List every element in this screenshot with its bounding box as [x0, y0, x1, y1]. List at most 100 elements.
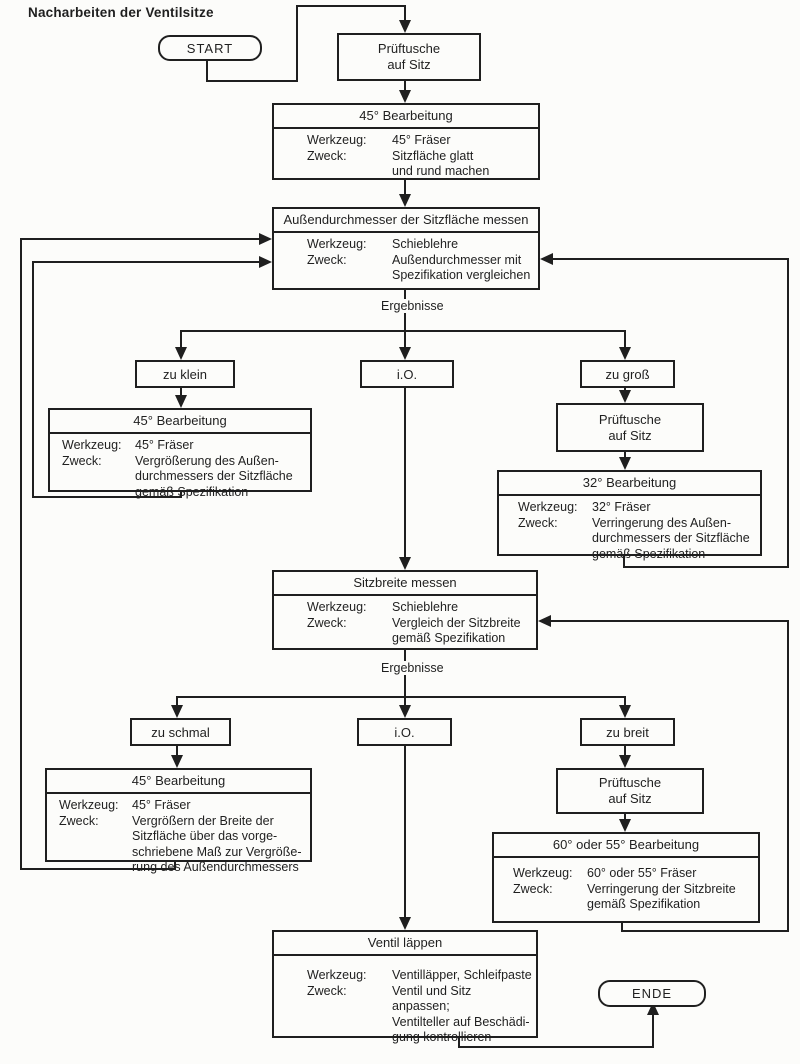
zweck-label: Zweck:: [307, 983, 347, 998]
node-bearbeitung-60-55: 60° oder 55° Bearbeitung Werkzeug: 60° o…: [492, 832, 760, 923]
connector-line: [20, 238, 260, 240]
arrowhead: [619, 819, 631, 832]
zweck-label: Zweck:: [62, 453, 102, 468]
arrowhead: [619, 705, 631, 718]
zweck-label: Zweck:: [513, 881, 553, 896]
zweck-label: Zweck:: [307, 148, 347, 163]
connector-line: [404, 742, 406, 919]
connector-line: [180, 490, 182, 498]
node-title: 45° Bearbeitung: [47, 770, 310, 794]
werkzeug-label: Werkzeug:: [518, 500, 578, 514]
connector-line: [552, 258, 789, 260]
arrowhead: [259, 256, 272, 268]
connector-line: [404, 77, 406, 92]
connector-line: [624, 330, 626, 348]
connector-line: [404, 384, 406, 559]
connector-line: [624, 742, 626, 757]
connector-line: [181, 330, 626, 332]
arrowhead: [399, 917, 411, 930]
connector-line: [206, 80, 298, 82]
zweck-value: Sitzfläche glatt und rund machen: [392, 148, 490, 179]
zweck-value: Vergrößern der Breite der Sitzfläche übe…: [132, 813, 302, 875]
node-title: Sitzbreite messen: [274, 572, 536, 596]
node-bearbeitung-32: 32° Bearbeitung Werkzeug: 32° Fräser Zwe…: [497, 470, 762, 561]
arrowhead: [399, 194, 411, 207]
werkzeug-value: 45° Fräser: [135, 438, 194, 452]
node-title: Außendurchmesser der Sitzfläche messen: [274, 209, 538, 233]
node-pruftusche-1: Prüftusche auf Sitz: [337, 33, 481, 81]
arrowhead: [259, 233, 272, 245]
connector-line: [176, 696, 178, 708]
connector-line: [20, 868, 176, 870]
connector-line: [32, 261, 260, 263]
node-title: 45° Bearbeitung: [274, 105, 538, 129]
connector-line: [32, 496, 182, 498]
arrowhead: [171, 755, 183, 768]
ergebnisse-label-2: Ergebnisse: [378, 661, 447, 675]
connector-line: [404, 5, 406, 22]
werkzeug-value: Ventilläpper, Schleifpaste: [392, 968, 532, 982]
ende-terminal: ENDE: [598, 980, 706, 1007]
werkzeug-label: Werkzeug:: [513, 866, 573, 880]
werkzeug-label: Werkzeug:: [307, 133, 367, 147]
werkzeug-label: Werkzeug:: [62, 438, 122, 452]
node-title: 60° oder 55° Bearbeitung: [494, 834, 758, 858]
arrowhead: [175, 347, 187, 360]
connector-line: [623, 566, 789, 568]
werkzeug-value: 45° Fräser: [392, 133, 451, 147]
connector-line: [296, 5, 298, 82]
connector-line: [787, 258, 789, 568]
connector-line: [404, 180, 406, 196]
branch2-io: i.O.: [357, 718, 452, 746]
connector-line: [621, 923, 623, 932]
connector-line: [206, 57, 208, 82]
werkzeug-label: Werkzeug:: [307, 237, 367, 251]
arrowhead: [619, 457, 631, 470]
werkzeug-value: Schieblehre: [392, 600, 459, 614]
node-pruftusche-3: Prüftusche auf Sitz: [556, 768, 704, 814]
node-title: 32° Bearbeitung: [499, 472, 760, 496]
ende-label: ENDE: [631, 986, 673, 1001]
node-bearbeitung-45-top: 45° Bearbeitung Werkzeug: 45° Fräser Zwe…: [272, 103, 540, 180]
connector-line: [404, 696, 406, 708]
arrowhead: [399, 347, 411, 360]
connector-line: [296, 5, 406, 7]
node-title: Ventil läppen: [274, 932, 536, 956]
connector-line: [624, 696, 626, 708]
arrowhead: [619, 347, 631, 360]
arrowhead: [399, 705, 411, 718]
zweck-value: Vergrößerung des Außen- durchmessers der…: [135, 453, 293, 499]
node-ventil-laeppen: Ventil läppen Werkzeug: Ventilläpper, Sc…: [272, 930, 538, 1044]
page-title: Nacharbeiten der Ventilsitze: [28, 5, 214, 20]
connector-line: [20, 238, 22, 870]
connector-line: [176, 742, 178, 757]
zweck-label: Zweck:: [307, 615, 347, 630]
arrowhead: [171, 705, 183, 718]
arrowhead: [175, 395, 187, 408]
node-bearbeitung-45-links-2: 45° Bearbeitung Werkzeug: 45° Fräser Zwe…: [45, 768, 312, 874]
branch2-zu-breit: zu breit: [580, 718, 675, 746]
connector-line: [621, 930, 789, 932]
node-bearbeitung-45-links-1: 45° Bearbeitung Werkzeug: 45° Fräser Zwe…: [48, 408, 312, 499]
ergebnisse-label-1: Ergebnisse: [378, 299, 447, 313]
werkzeug-value: 45° Fräser: [132, 798, 191, 812]
zweck-label: Zweck:: [518, 515, 558, 530]
zweck-value: Ventil und Sitz anpassen; Ventilteller a…: [392, 983, 530, 1045]
arrowhead: [399, 90, 411, 103]
connector-line: [404, 330, 406, 348]
zweck-value: Vergleich der Sitzbreite gemäß Spezifika…: [392, 615, 521, 646]
zweck-value: Verringerung des Außen- durchmessers der…: [592, 515, 750, 561]
node-pruftusche-2: Prüftusche auf Sitz: [556, 403, 704, 452]
start-label: START: [186, 40, 234, 56]
connector-line: [787, 620, 789, 932]
start-terminal: START: [158, 35, 262, 61]
connector-line: [624, 448, 626, 459]
branch2-zu-schmal: zu schmal: [130, 718, 231, 746]
node-title: 45° Bearbeitung: [50, 410, 310, 434]
werkzeug-label: Werkzeug:: [59, 798, 119, 812]
connector-line: [458, 1046, 654, 1048]
connector-line: [623, 556, 625, 568]
werkzeug-value: 60° oder 55° Fräser: [587, 866, 697, 880]
connector-line: [652, 1014, 654, 1048]
werkzeug-value: 32° Fräser: [592, 500, 651, 514]
